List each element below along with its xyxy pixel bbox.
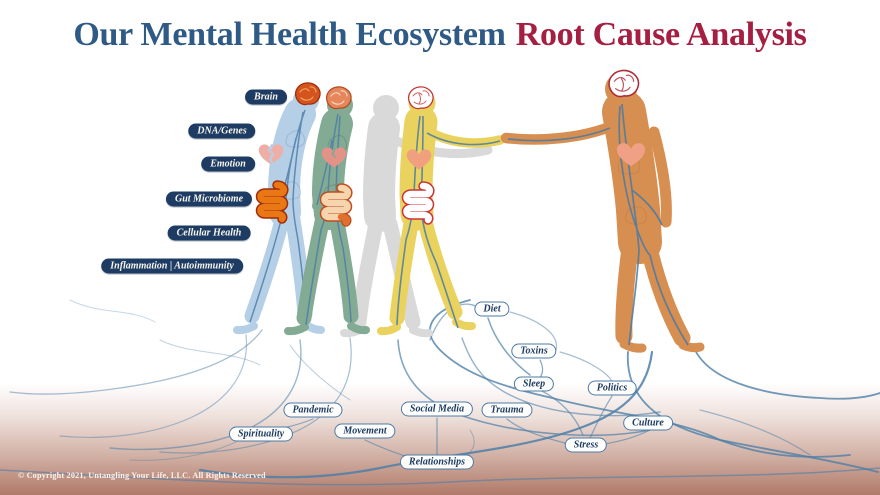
brain-icon [294,82,321,106]
heart-icon [406,149,432,170]
body-label-emotion: Emotion [201,156,255,172]
declining-figure [233,82,325,335]
root-label-toxins: Toxins [511,343,557,359]
title-part-1: Our Mental Health Ecosystem [73,16,506,53]
brain-icon [325,86,352,110]
brain-icon [608,69,640,98]
heart-icon [616,143,646,167]
gut-icon [319,183,353,227]
broken-heart-icon [258,143,284,166]
body-label-gut-microbiome: Gut Microbiome [165,191,253,207]
gut-icon [255,180,289,224]
body-label-brain: Brain [245,89,287,105]
heart-icon [321,147,347,168]
struggling-figure [284,86,370,336]
body-label-inflammation-autoimmunity: Inflammation | Autoimmunity [101,258,243,274]
gut-icon [401,181,435,225]
root-label-movement: Movement [334,423,396,439]
orange-figure-nerves [507,103,689,346]
title-part-2: Root Cause Analysis [515,16,807,53]
root-label-stress: Stress [564,437,608,453]
root-label-politics: Politics [587,380,637,396]
root-label-sleep: Sleep [513,376,555,392]
body-label-cellular-health: Cellular Health [167,225,251,241]
root-label-trauma: Trauma [481,402,533,418]
root-label-spirituality: Spirituality [228,426,294,442]
root-label-culture: Culture [623,415,673,431]
root-label-pandemic: Pandemic [283,402,343,418]
brain-icon [407,86,434,110]
root-label-relationships: Relationships [399,454,475,470]
copyright-text: © Copyright 2021, Untangling Your Life, … [18,471,266,480]
recovering-figure [377,86,505,336]
root-label-diet: Diet [474,301,510,317]
body-label-dna-genes: DNA/Genes [188,123,256,139]
thriving-figure [500,69,705,353]
root-label-social-media: Social Media [400,401,474,417]
